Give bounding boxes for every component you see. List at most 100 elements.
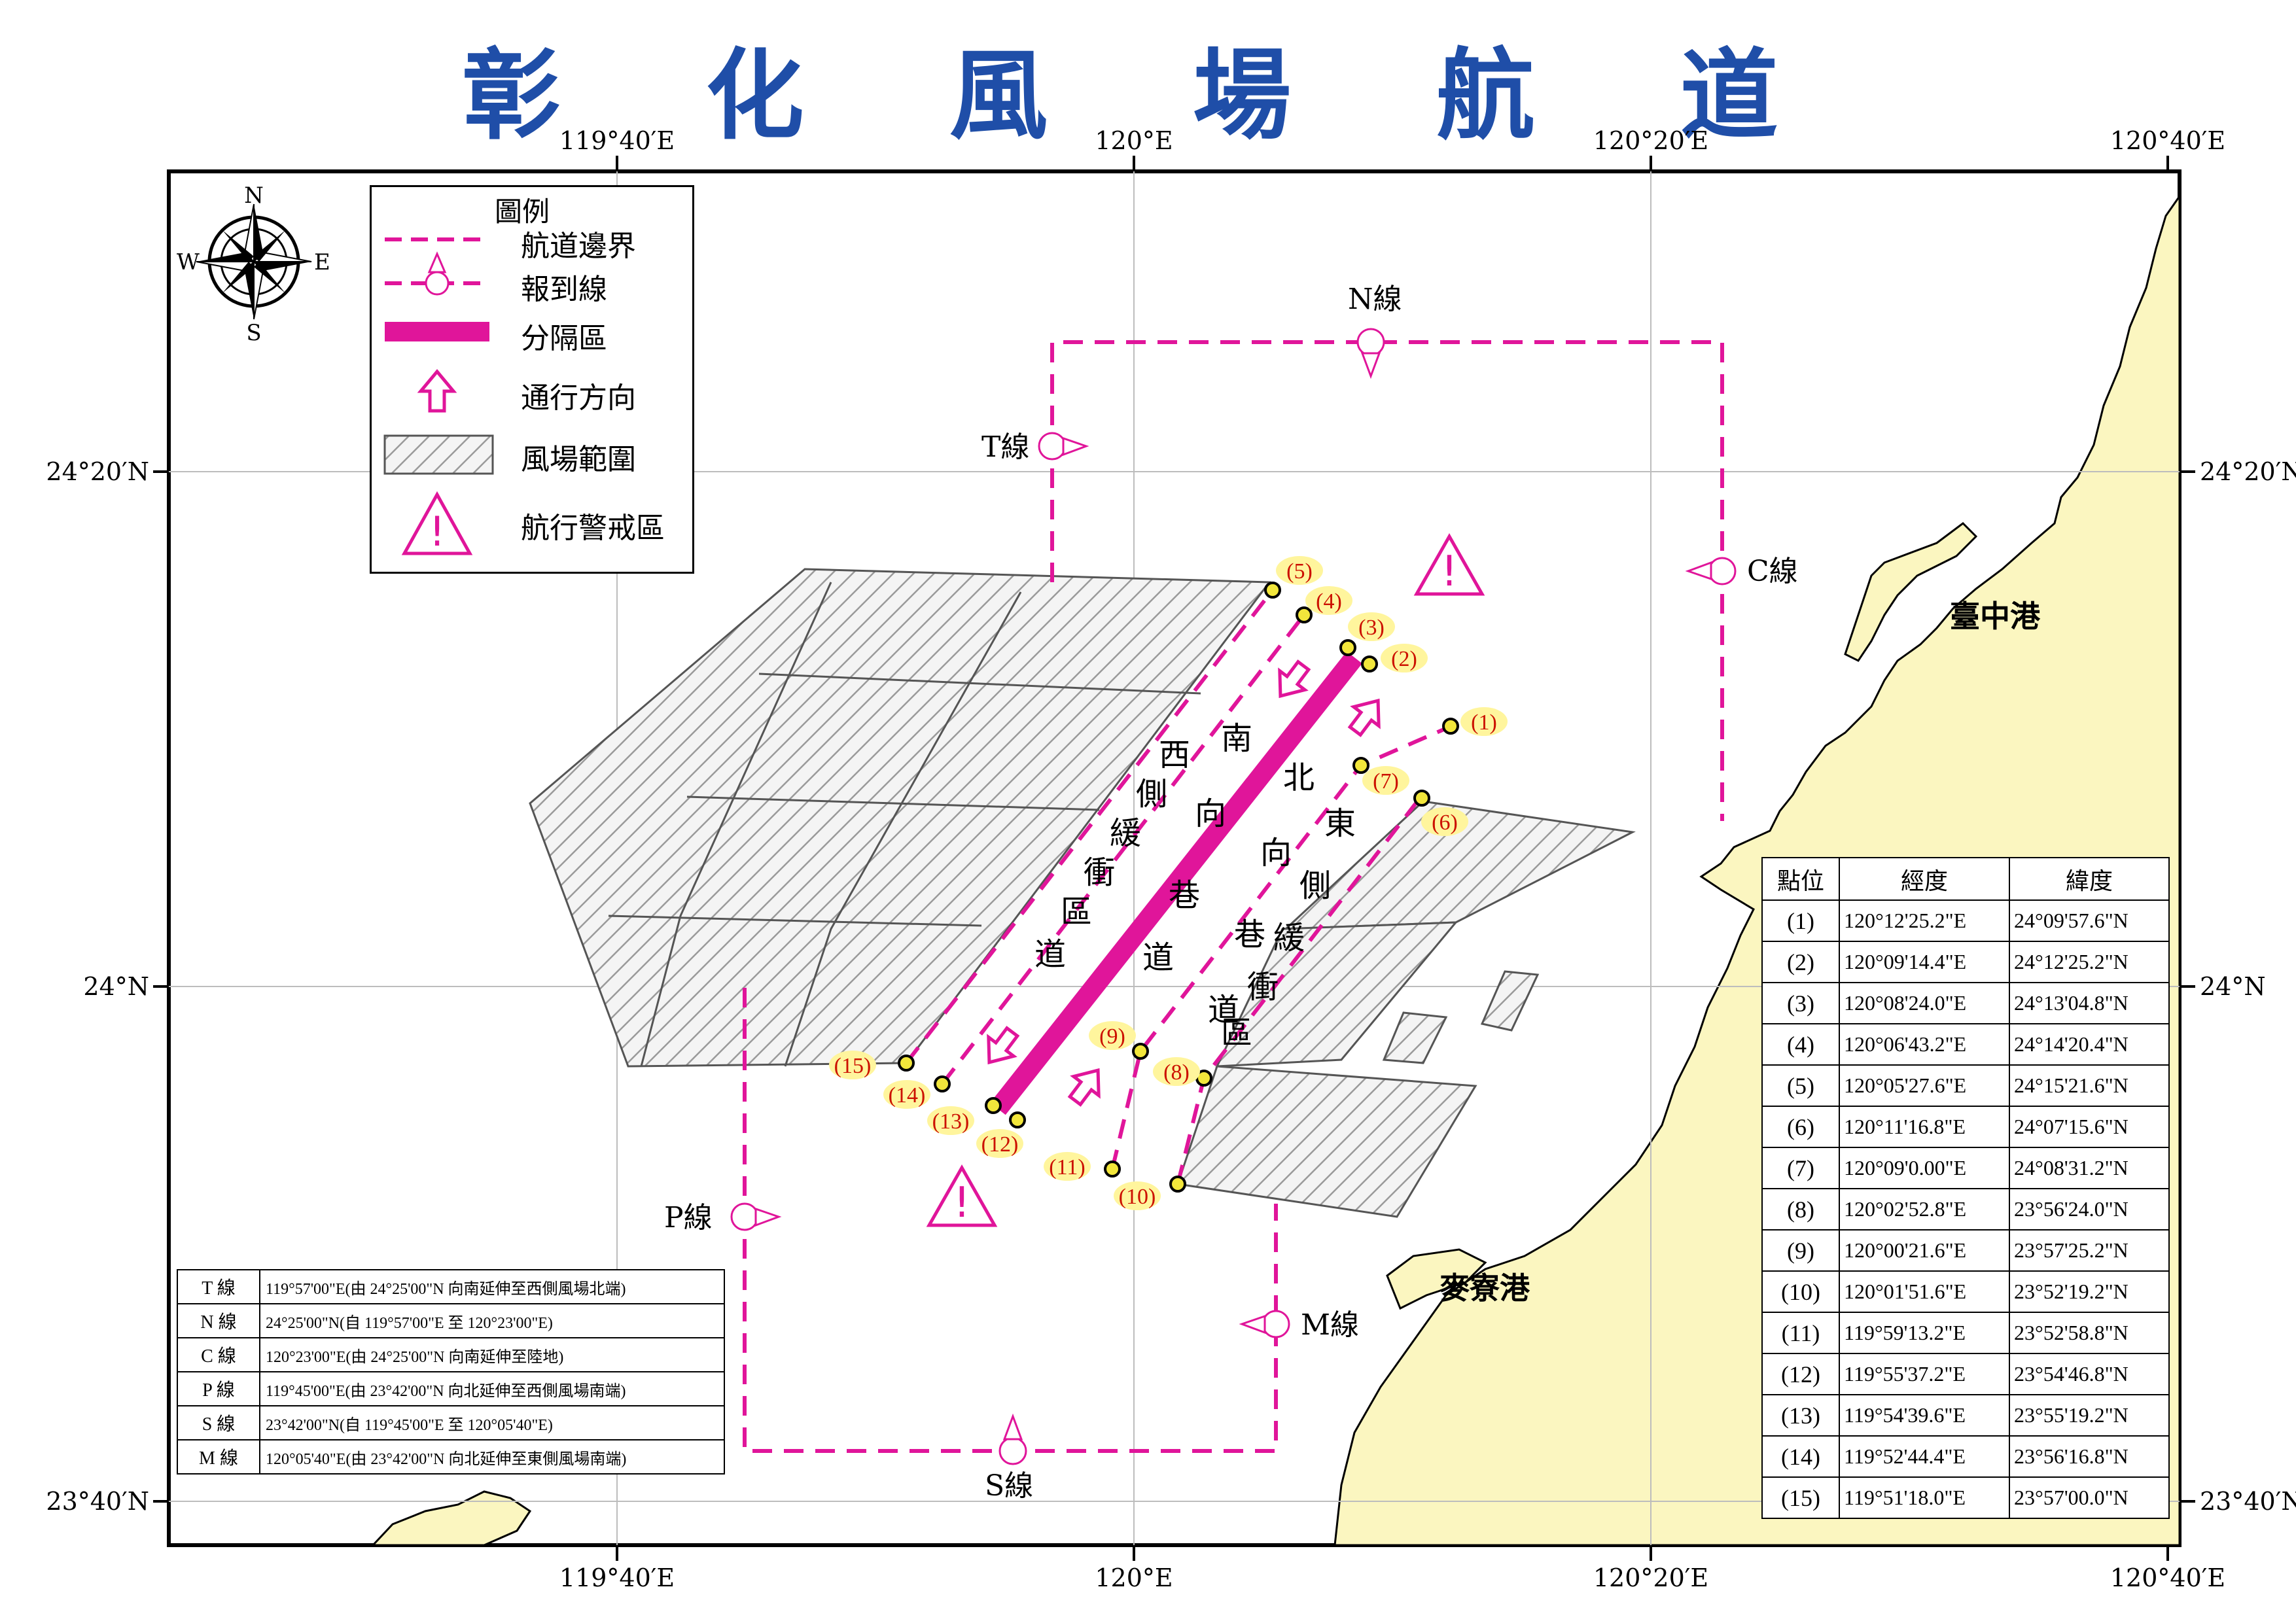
lon-bottom-2: 120°E [1095,1563,1173,1592]
waypoint-label-bg [829,1051,876,1079]
cell-point: (10) [1761,1270,1840,1313]
cell-point: (6) [1761,1106,1840,1148]
cell-latitude: 23°52'19.2"N [2009,1270,2170,1313]
cell-point: (9) [1761,1229,1840,1272]
cell-point: (1) [1761,899,1840,942]
lat-right-2: 24°N [2200,972,2266,1001]
waypoint-label-bg [1305,586,1352,615]
legend-warning-icon [401,491,473,555]
waypoint-label-bg [927,1106,974,1135]
waypoint-label-bg [1421,807,1468,836]
waypoint-label: (15) [834,1054,872,1078]
marker-S [998,1437,1027,1465]
cell-point: (13) [1761,1394,1840,1437]
waypoint-label: (9) [1099,1024,1125,1049]
cell-longitude: 119°52'44.4"E [1838,1435,2011,1478]
cell-line-description: 119°57'00"E(由 24°25'00"N 向南延伸至西側風場北端) [259,1269,725,1304]
cell-latitude: 23°56'24.0"N [2009,1188,2170,1230]
compass-w: W [177,249,200,275]
report-markers [730,328,1737,1465]
direction-arrows [987,659,1381,1107]
lane-label-east: 側 [1299,867,1331,904]
lane-label-east: 區 [1221,1015,1252,1051]
cell-longitude: 120°01'51.6"E [1838,1270,2011,1313]
cell-latitude: 23°56'16.8"N [2009,1435,2170,1478]
table-header-row: 點位 經度 緯度 [1761,857,2170,901]
cell-point: (2) [1761,941,1840,983]
waypoint-marker [898,1055,915,1072]
arrow-northbound-1-icon [1347,698,1381,737]
waypoint-marker [1296,606,1313,623]
lat-left-1: 24°20′N [46,457,149,486]
waypoint-label-bg [1044,1152,1091,1181]
wind-farm-grid-lines [758,672,1201,695]
legend-arrow-icon [417,369,457,413]
waypoint-marker [1169,1176,1186,1193]
waypoint-label-bg [1348,612,1395,641]
cell-longitude: 119°51'18.0"E [1838,1476,2011,1519]
lon-top-4: 120°40′E [2110,126,2225,155]
svg-text:!: ! [1441,548,1458,596]
legend-item-warning-area: 航行警戒區 [521,512,665,545]
lane-west-boundary [904,589,1275,1064]
wind-farms [529,568,1636,1218]
cell-line-name: C 線 [177,1337,260,1372]
lon-bottom-1: 119°40′E [559,1563,675,1592]
compass-e: E [314,249,330,275]
lon-top-1: 119°40′E [559,126,675,155]
cell-latitude: 24°13'04.8"N [2009,982,2170,1024]
tick-marks [153,156,2195,1561]
waypoint-label-bg [1089,1021,1136,1050]
lat-left-2: 24°N [83,972,149,1001]
compass-rose-icon: N S E W [177,183,330,346]
waypoint-label: (13) [932,1109,970,1134]
waypoint-marker [1352,757,1369,774]
arrow-southbound-2-icon [987,1026,1020,1065]
cell-longitude: 120°08'24.0"E [1838,982,2011,1024]
waypoint-label: (6) [1432,811,1458,835]
waypoint-label-bg [1381,644,1428,672]
legend-title: 圖例 [495,196,550,228]
lane-label-northbound: 巷 [1234,916,1265,953]
lane-label-east: 東 [1324,805,1356,842]
cell-point: (7) [1761,1147,1840,1189]
label-taichung-port: 臺中港 [1950,599,2041,634]
waypoint-marker [985,1097,1002,1114]
waypoint-label-bg [1460,707,1508,736]
waypoints: (1)(2)(3)(4)(5)(6)(7)(8)(9)(10)(11)(12)(… [829,556,1508,1210]
waypoint-marker [1361,655,1378,672]
label-S-line: S線 [985,1469,1033,1503]
waypoint-marker [934,1075,951,1092]
waypoint-label: (5) [1286,559,1313,584]
wind-farm-small-1 [1382,1011,1448,1064]
lane-label-west: 緩 [1110,815,1141,852]
lon-top-3: 120°20′E [1593,126,1708,155]
marker-M [1262,1310,1290,1338]
waypoint-marker [1442,718,1459,735]
legend-item-report-line: 報到線 [521,273,607,306]
lane-east-inner [1110,724,1453,1170]
waypoint-label: (10) [1119,1185,1156,1209]
waypoint-label: (11) [1049,1155,1085,1179]
lon-top-2: 120°E [1095,126,1173,155]
map-title: 彰 化 風 場 航 道 [462,38,1834,153]
legend-item-lane-boundary: 航道邊界 [521,230,636,263]
waypoint-label: (12) [981,1132,1019,1157]
legend-item-traffic-direction: 通行方向 [521,381,636,415]
cell-longitude: 120°00'21.6"E [1838,1229,2011,1272]
lon-bottom-3: 120°20′E [1593,1563,1708,1592]
waypoint-marker [1264,582,1281,599]
